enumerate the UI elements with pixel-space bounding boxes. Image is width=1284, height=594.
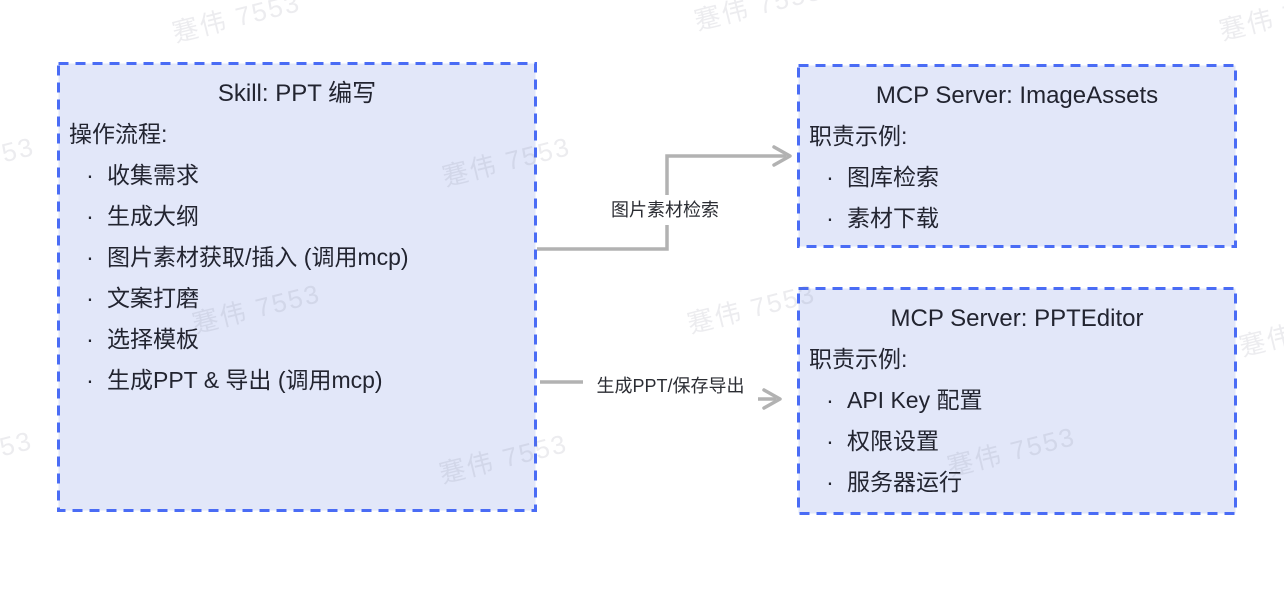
- list-item-label: 图片素材获取/插入 (调用mcp): [107, 244, 409, 270]
- skill-box-subtitle: 操作流程:: [69, 121, 168, 147]
- bullet-icon: ·: [826, 205, 834, 231]
- mcp-imageassets-box-title: MCP Server: ImageAssets: [875, 82, 1159, 109]
- skill-box: [57, 62, 537, 512]
- bullet-icon: ·: [826, 428, 834, 454]
- list-item-label: 选择模板: [107, 326, 199, 352]
- list-item-label: 生成大纲: [107, 203, 199, 229]
- list-item: · 生成大纲: [83, 196, 525, 237]
- list-item: · 图库检索: [823, 157, 1225, 198]
- connector-image-search-arrowhead-icon: [772, 145, 792, 167]
- bullet-icon: ·: [826, 469, 834, 495]
- list-item-label: 收集需求: [107, 162, 199, 188]
- list-item-label: 图库检索: [847, 164, 939, 190]
- bullet-icon: ·: [86, 203, 94, 229]
- list-item-label: 生成PPT & 导出 (调用mcp): [107, 367, 383, 393]
- bullet-icon: ·: [826, 387, 834, 413]
- list-item: · API Key 配置: [823, 380, 1225, 421]
- mcp-imageassets-box-subtitle: 职责示例:: [809, 123, 908, 149]
- list-item: · 图片素材获取/插入 (调用mcp): [83, 237, 525, 278]
- list-item: · 收集需求: [83, 155, 525, 196]
- list-item-label: 权限设置: [847, 428, 939, 454]
- mcp-ppteditor-box-title: MCP Server: PPTEditor: [890, 305, 1144, 332]
- mcp-ppteditor-box-content: MCP Server: PPTEditor 职责示例: · API Key 配置…: [797, 287, 1237, 515]
- bullet-icon: ·: [86, 285, 94, 311]
- list-item: · 服务器运行: [823, 462, 1225, 503]
- list-item-label: API Key 配置: [847, 387, 983, 413]
- skill-box-content: Skill: PPT 编写 操作流程: · 收集需求 · 生成大纲 · 图片素材…: [57, 62, 537, 512]
- list-item: · 文案打磨: [83, 278, 525, 319]
- connector-generate-export-arrowhead-icon: [762, 388, 782, 410]
- bullet-icon: ·: [86, 244, 94, 270]
- skill-box-title: Skill: PPT 编写: [217, 80, 377, 107]
- mcp-imageassets-box: [797, 64, 1237, 248]
- mcp-imageassets-box-content: MCP Server: ImageAssets 职责示例: · 图库检索 · 素…: [797, 64, 1237, 248]
- bullet-icon: ·: [826, 164, 834, 190]
- list-item-label: 服务器运行: [847, 469, 962, 495]
- bullet-icon: ·: [86, 367, 94, 393]
- mcp-ppteditor-box: [797, 287, 1237, 515]
- list-item: · 选择模板: [83, 319, 525, 360]
- connector-label-image-search: 图片素材检索: [598, 195, 732, 225]
- list-item-label: 文案打磨: [107, 285, 199, 311]
- bullet-icon: ·: [86, 162, 94, 188]
- bullet-icon: ·: [86, 326, 94, 352]
- list-item: · 生成PPT & 导出 (调用mcp): [83, 360, 525, 401]
- list-item: · 素材下载: [823, 198, 1225, 239]
- list-item-label: 素材下载: [847, 205, 939, 231]
- mcp-ppteditor-box-subtitle: 职责示例:: [809, 346, 908, 372]
- connector-label-generate-export: 生成PPT/保存导出: [583, 371, 758, 401]
- list-item: · 权限设置: [823, 421, 1225, 462]
